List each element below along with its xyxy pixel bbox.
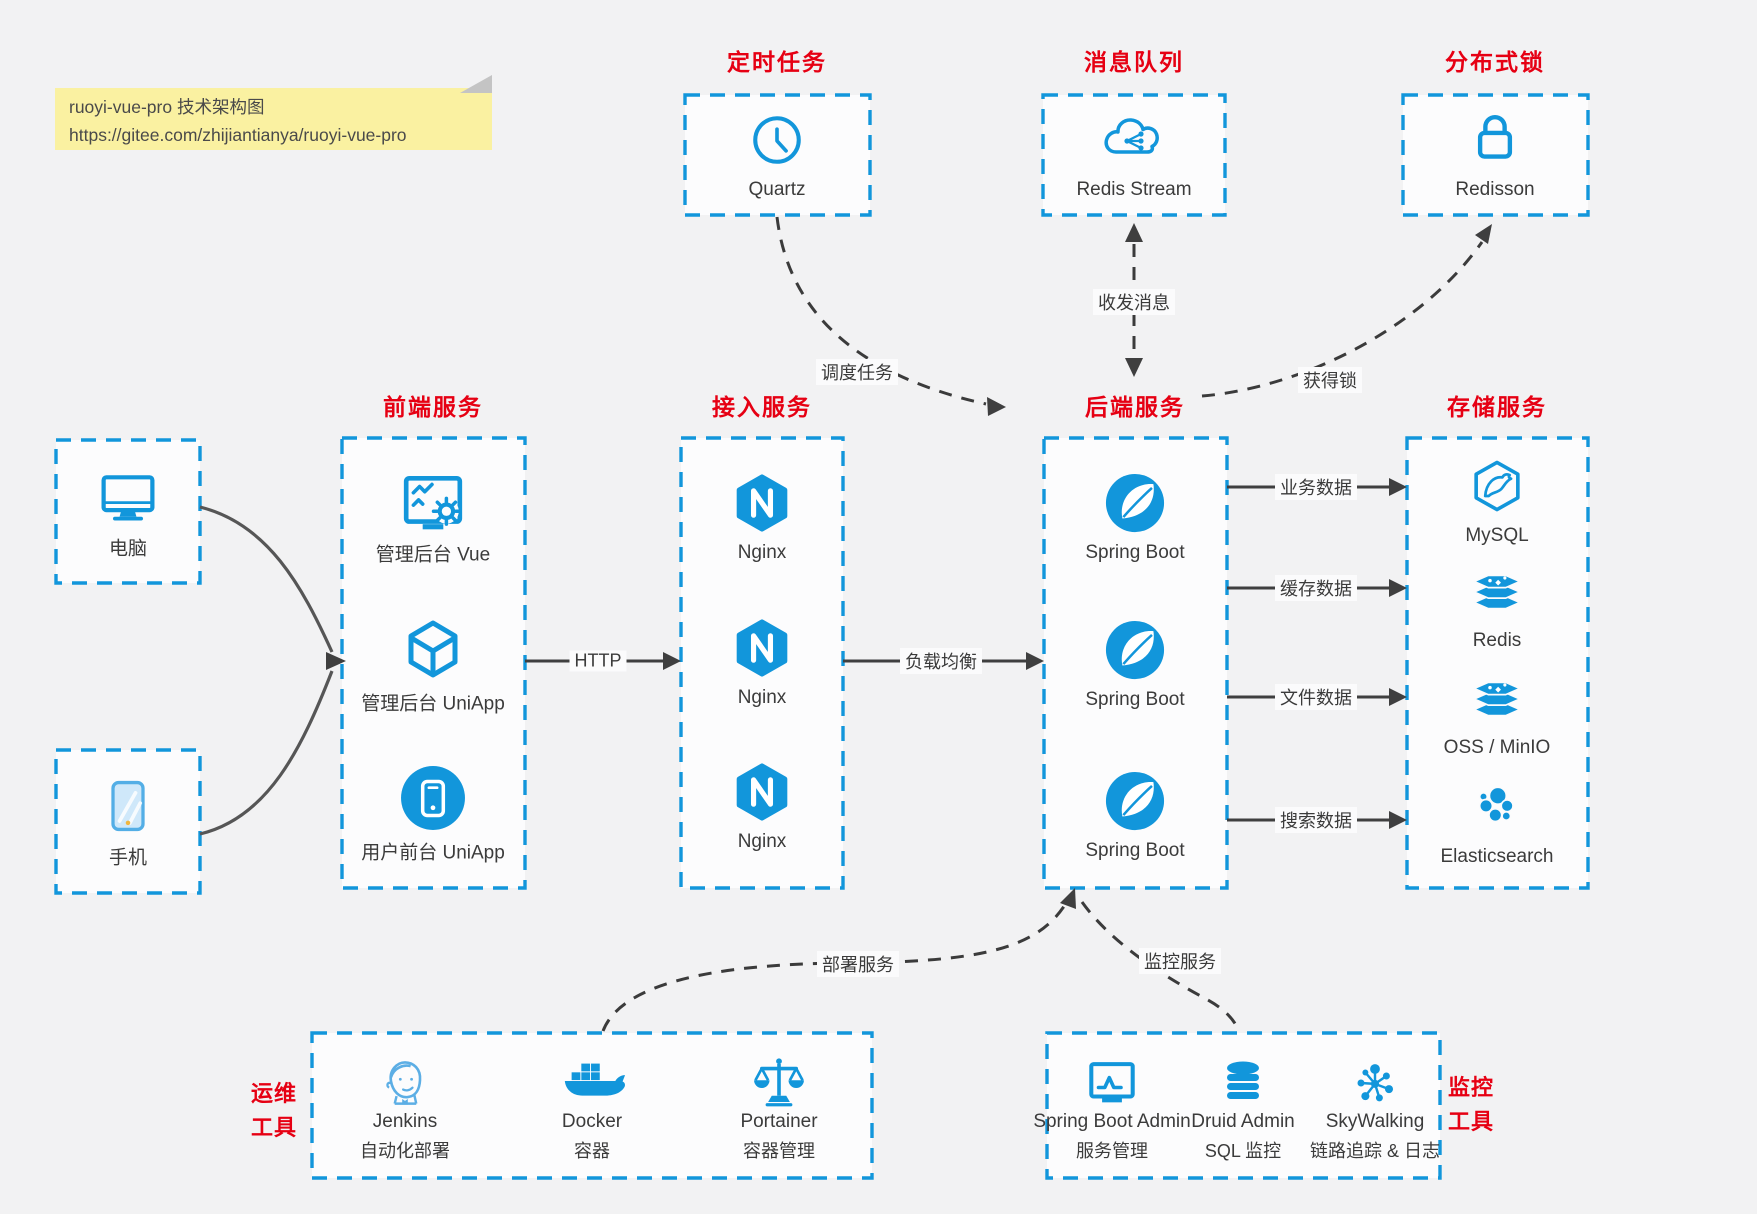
edge-label-file-data: 文件数据: [1275, 684, 1357, 710]
druid-admin-label: Druid Admin: [1191, 1111, 1295, 1132]
title-frontend: 前端服务: [383, 394, 483, 420]
edge-label-search-data: 搜索数据: [1275, 807, 1357, 833]
title-storage: 存储服务: [1447, 394, 1547, 420]
jenkins-label: Jenkins: [372, 1111, 438, 1132]
phone-icon: [111, 780, 145, 832]
edge-label-message: 收发消息: [1093, 289, 1175, 315]
title-gateway: 接入服务: [712, 394, 812, 420]
mobile-label: 手机: [108, 847, 148, 869]
user-uniapp-label: 用户前台 UniApp: [361, 842, 505, 864]
note-title: ruoyi-vue-pro 技术架构图: [69, 97, 265, 117]
client-arrows: [199, 505, 334, 836]
sticky-note: ruoyi-vue-pro 技术架构图 https://gitee.com/zh…: [55, 75, 492, 150]
jenkins-icon: [386, 1061, 422, 1106]
monitor-tools-box: [1045, 1031, 1442, 1180]
edge-label-lock: 获得锁: [1298, 367, 1362, 393]
quartz-label: Quartz: [748, 179, 806, 200]
mysql-dolphin-icon: [1474, 460, 1520, 512]
ops-side-label-line1: 运维: [250, 1081, 298, 1106]
nginx-label: Nginx: [737, 831, 787, 852]
note-fold-corner: [460, 75, 492, 93]
quartz-box: [683, 93, 872, 217]
portainer-desc: 容器管理: [743, 1141, 815, 1161]
title-distributed-lock: 分布式锁: [1445, 49, 1545, 75]
spring-boot-label: Spring Boot: [1085, 840, 1185, 861]
skywalking-desc: 链路追踪 & 日志: [1309, 1141, 1441, 1161]
oss-minio-label: OSS / MinIO: [1443, 737, 1551, 758]
skywalking-label: SkyWalking: [1325, 1111, 1425, 1132]
portainer-scales-icon: [752, 1056, 806, 1107]
redis-stream-label: Redis Stream: [1076, 179, 1192, 200]
nginx-icon: [732, 761, 792, 823]
edge-label-deploy: 部署服务: [817, 951, 899, 977]
edge-label-monitor: 监控服务: [1139, 948, 1221, 974]
docker-label: Docker: [561, 1111, 623, 1132]
admin-vue-label: 管理后台 Vue: [375, 544, 491, 566]
elasticsearch-label: Elasticsearch: [1440, 846, 1554, 867]
spring-boot-label: Spring Boot: [1085, 542, 1185, 563]
edge-label-schedule: 调度任务: [816, 359, 898, 385]
note-url: https://gitee.com/zhijiantianya/ruoyi-vu…: [69, 125, 407, 146]
desktop-icon: [97, 467, 159, 527]
cloud-stream-icon: [1104, 118, 1159, 154]
edge-label-business-data: 业务数据: [1275, 474, 1357, 500]
clock-icon: [748, 111, 806, 169]
nginx-label: Nginx: [737, 687, 787, 708]
druid-admin-desc: SQL 监控: [1204, 1141, 1282, 1161]
nginx-icon: [732, 617, 792, 679]
spring-boot-admin-desc: 服务管理: [1076, 1141, 1148, 1161]
nginx-icon: [732, 472, 792, 534]
spring-boot-admin-label: Spring Boot Admin: [1033, 1111, 1191, 1132]
admin-uniapp-label: 管理后台 UniApp: [361, 693, 505, 715]
spring-boot-label: Spring Boot: [1085, 689, 1185, 710]
elasticsearch-icon: [1478, 786, 1514, 823]
docker-icon: [564, 1063, 625, 1096]
title-message-queue: 消息队列: [1084, 49, 1184, 75]
redis-stack-icon: [1473, 681, 1521, 717]
redisson-label: Redisson: [1455, 179, 1535, 200]
title-backend: 后端服务: [1085, 394, 1185, 420]
mysql-label: MySQL: [1465, 525, 1529, 546]
arrowheads: [326, 223, 1492, 909]
admin-vue-icon: [400, 469, 466, 535]
monitor-side-label-line1: 监控: [1447, 1075, 1495, 1100]
admin-monitor-icon: [1083, 1056, 1141, 1110]
edge-label-http: HTTP: [569, 650, 627, 672]
pc-label: 电脑: [108, 538, 148, 560]
spring-leaf-icon: [1104, 472, 1166, 534]
title-scheduled-tasks: 定时任务: [727, 49, 827, 75]
topology-icon: [1356, 1062, 1395, 1103]
nginx-label: Nginx: [737, 542, 787, 563]
jenkins-desc: 自动化部署: [360, 1141, 450, 1161]
edge-label-load-balance: 负载均衡: [900, 648, 982, 674]
redis-stream-box: [1041, 93, 1227, 217]
mobile-app-icon: [400, 765, 466, 831]
spring-leaf-icon: [1104, 619, 1166, 681]
ops-side-label-line2: 工具: [250, 1115, 298, 1140]
lock-icon: [1467, 111, 1523, 167]
portainer-label: Portainer: [740, 1111, 818, 1132]
redis-stack-icon: [1473, 574, 1521, 610]
spring-leaf-icon: [1104, 770, 1166, 832]
docker-desc: 容器: [574, 1141, 610, 1161]
database-icon: [1227, 1061, 1259, 1099]
uniapp-cube-icon: [401, 617, 465, 681]
monitor-side-label-line2: 工具: [1447, 1109, 1495, 1134]
edge-label-cache-data: 缓存数据: [1275, 575, 1357, 601]
redis-label: Redis: [1472, 630, 1522, 651]
